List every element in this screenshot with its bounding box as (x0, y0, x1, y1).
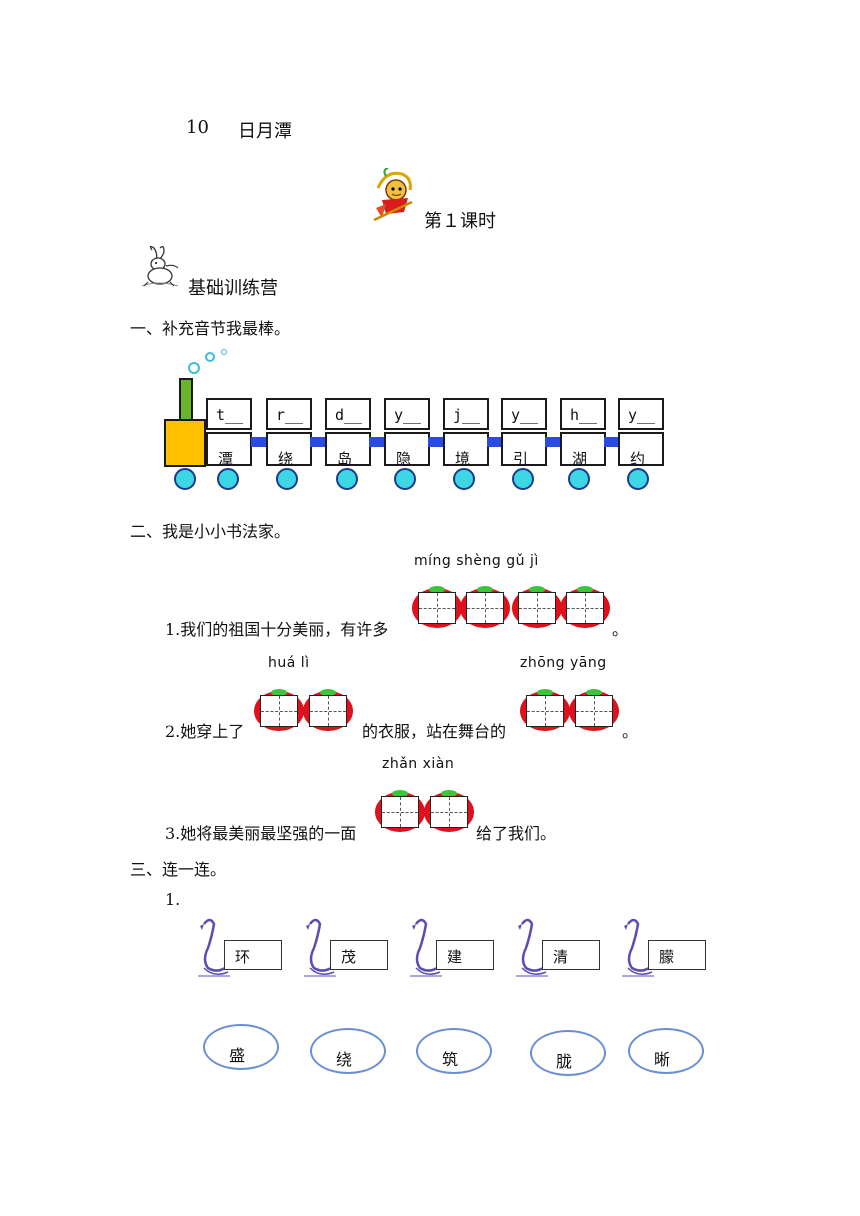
train-wheel (276, 468, 298, 490)
train-coupler (428, 437, 444, 447)
question-3-number: 1. (165, 890, 181, 909)
train-car-char: 绕 (266, 432, 312, 468)
smoke-puff (221, 349, 227, 355)
train-coupler (487, 437, 503, 447)
train-wheel (453, 468, 475, 490)
writing-box[interactable] (375, 790, 425, 834)
pinyin-hint: míng shèng gǔ jì (414, 553, 539, 569)
sentence-1-text: 1.我们的祖国十分美丽，有许多 (165, 620, 389, 639)
pinyin-hint: huá lì (268, 655, 310, 671)
word-box[interactable]: 建 (436, 940, 494, 970)
match-oval[interactable]: 绕 (310, 1028, 386, 1074)
sentence-2-text-b: 的衣服，站在舞台的 (362, 722, 507, 741)
match-oval[interactable]: 晰 (628, 1028, 704, 1074)
word-box[interactable]: 清 (542, 940, 600, 970)
sentence-2-text-a: 2.她穿上了 (165, 722, 245, 741)
sentence-3-end: 给了我们。 (476, 824, 557, 843)
train-car-char: 约 (618, 432, 664, 468)
train-car-syllable[interactable]: y__ (501, 398, 547, 430)
train-car-syllable[interactable]: r__ (266, 398, 312, 430)
train-coupler (369, 437, 385, 447)
goose-icon (304, 918, 336, 977)
question-1-title: 一、补充音节我最棒。 (130, 319, 291, 338)
sentence-3-text: 3.她将最美丽最坚强的一面 (165, 824, 357, 843)
goose-icon (516, 918, 548, 977)
train-coupler (251, 437, 267, 447)
writing-box[interactable] (560, 586, 610, 630)
train-wheel (217, 468, 239, 490)
train-engine (164, 419, 206, 467)
sentence-2-end: 。 (622, 722, 639, 741)
train-car-syllable[interactable]: j__ (443, 398, 489, 430)
train-wheel (568, 468, 590, 490)
smoke-puff (205, 352, 215, 362)
writing-box[interactable] (460, 586, 510, 630)
train-wheel (174, 468, 196, 490)
pinyin-hint: zhōng yāng (520, 655, 607, 671)
train-car-char: 湖 (560, 432, 606, 468)
writing-box[interactable] (569, 689, 619, 733)
pinyin-hint: zhǎn xiàn (382, 756, 455, 772)
train-car-char: 岛 (325, 432, 371, 468)
lesson-number: 10 (186, 117, 209, 138)
train-car-char: 潭 (206, 432, 252, 468)
train-coupler (310, 437, 326, 447)
train-car-syllable[interactable]: y__ (618, 398, 664, 430)
sentence-1-end: 。 (612, 620, 629, 639)
word-box[interactable]: 茂 (330, 940, 388, 970)
goose-icon (198, 918, 230, 977)
writing-box[interactable] (412, 586, 462, 630)
writing-box[interactable] (303, 689, 353, 733)
word-box[interactable]: 朦 (648, 940, 706, 970)
question-2-title: 二、我是小小书法家。 (130, 522, 291, 541)
train-coupler (604, 437, 620, 447)
smoke-puff (188, 362, 200, 374)
goose-icon (622, 918, 654, 977)
train-car-syllable[interactable]: h__ (560, 398, 606, 430)
train-car-char: 隐 (384, 432, 430, 468)
rabbit-icon (141, 246, 179, 287)
section-heading: 基础训练营 (188, 278, 278, 299)
word-box[interactable]: 环 (224, 940, 282, 970)
match-oval[interactable]: 盛 (203, 1024, 279, 1070)
monkey-mascot-icon (373, 168, 413, 222)
writing-box[interactable] (424, 790, 474, 834)
train-car-syllable[interactable]: y__ (384, 398, 430, 430)
train-coupler (545, 437, 561, 447)
train-chimney (179, 378, 193, 422)
lesson-title: 日月潭 (238, 121, 292, 142)
match-oval[interactable]: 筑 (416, 1028, 492, 1074)
train-wheel (394, 468, 416, 490)
match-oval[interactable]: 胧 (530, 1030, 606, 1076)
period-label: 第１课时 (424, 211, 496, 232)
train-wheel (627, 468, 649, 490)
writing-box[interactable] (254, 689, 304, 733)
question-3-title: 三、连一连。 (130, 860, 227, 879)
writing-box[interactable] (512, 586, 562, 630)
train-car-char: 境 (443, 432, 489, 468)
train-car-char: 引 (501, 432, 547, 468)
writing-box[interactable] (520, 689, 570, 733)
goose-icon (410, 918, 442, 977)
train-car-syllable[interactable]: t__ (206, 398, 252, 430)
train-car-syllable[interactable]: d__ (325, 398, 371, 430)
train-wheel (512, 468, 534, 490)
train-wheel (336, 468, 358, 490)
